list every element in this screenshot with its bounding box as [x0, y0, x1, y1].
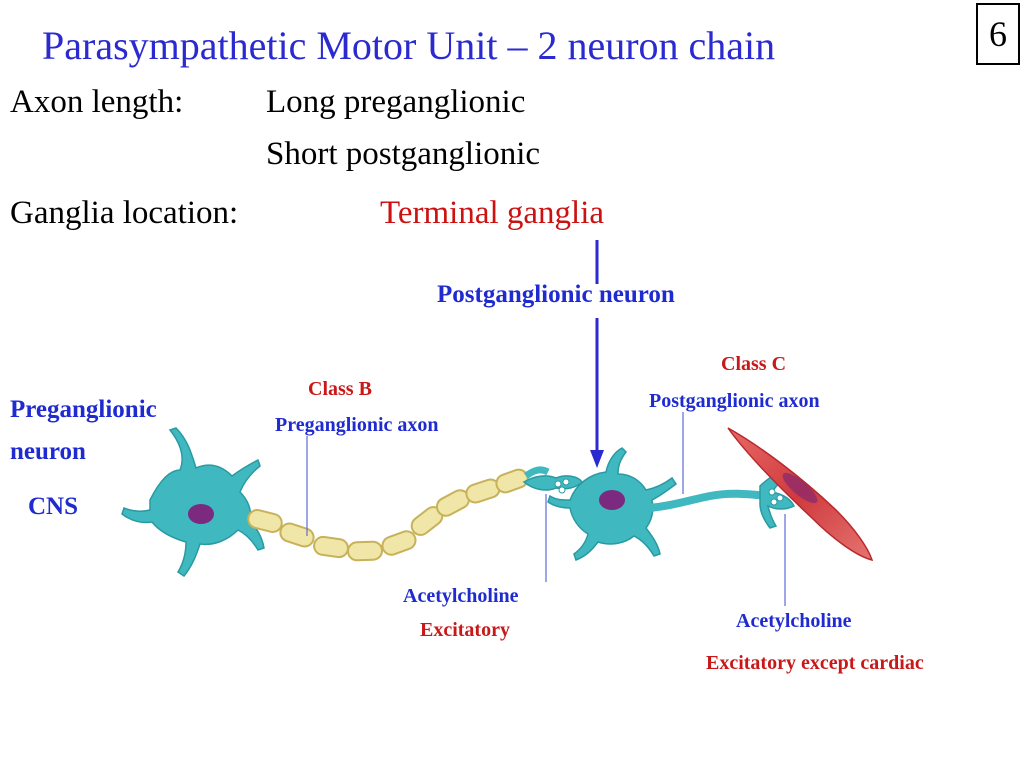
- preganglionic-length: Long preganglionic: [266, 84, 526, 120]
- preganglionic-axon-label: Preganglionic axon: [275, 414, 439, 436]
- class-b-label: Class B: [308, 378, 372, 400]
- excitatory-effector-label: Excitatory except cardiac: [706, 652, 924, 674]
- slide-title: Parasympathetic Motor Unit – 2 neuron ch…: [42, 23, 776, 68]
- acetylcholine-effector-label: Acetylcholine: [736, 610, 852, 632]
- preganglionic-terminal: [522, 475, 583, 494]
- ganglia-location-value: Terminal ganglia: [380, 195, 605, 231]
- preganglionic-neuron-label-line2: neuron: [10, 438, 86, 465]
- preganglionic-neuron-label-line1: Preganglionic: [10, 396, 157, 423]
- ganglia-location-label: Ganglia location:: [10, 195, 239, 231]
- smooth-muscle-cell: [727, 427, 874, 562]
- class-c-label: Class C: [721, 353, 787, 375]
- postganglionic-neuron-body: [547, 447, 678, 561]
- postganglionic-neuron-label: Postganglionic neuron: [437, 281, 675, 308]
- slide-number: 6: [976, 3, 1020, 65]
- postganglionic-axon: [647, 489, 769, 512]
- postganglionic-axon-label: Postganglionic axon: [649, 390, 820, 412]
- preganglionic-neuron-body: [121, 427, 265, 578]
- acetylcholine-ganglion-label: Acetylcholine: [403, 585, 519, 607]
- axon-length-label: Axon length:: [10, 84, 184, 120]
- postganglionic-nucleus: [599, 490, 625, 510]
- arrow-head: [590, 450, 604, 468]
- preganglionic-axon: [247, 468, 529, 562]
- postganglionic-length: Short postganglionic: [266, 136, 541, 172]
- excitatory-ganglion-label: Excitatory: [420, 619, 510, 641]
- preganglionic-nucleus: [188, 504, 214, 524]
- cns-label: CNS: [28, 493, 79, 520]
